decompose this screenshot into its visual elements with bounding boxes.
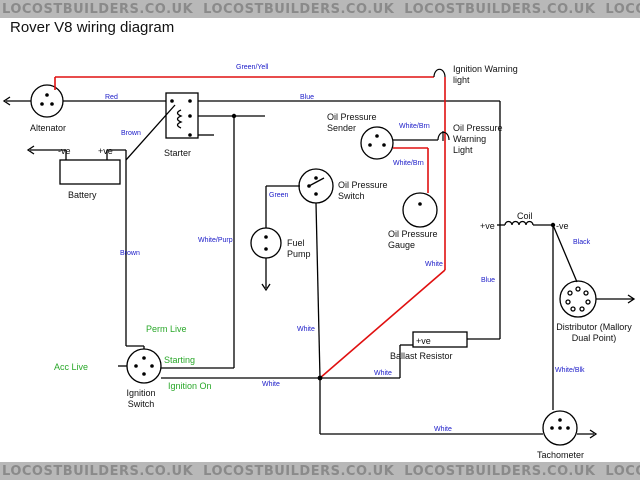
watermark-text: LOCOSTBUILDERS.CO.UK	[2, 464, 194, 479]
wire-label-green: Green	[269, 192, 289, 199]
coil-label: Coil	[517, 211, 533, 221]
perm-live-label: Perm Live	[146, 324, 187, 334]
battery-symbol	[26, 145, 126, 185]
wire-label-white-purp: White/Purp	[198, 237, 233, 244]
wire-label-brown-vertical: Brown	[120, 250, 140, 257]
oil-pressure-switch-symbol	[265, 168, 334, 379]
starter-label: Starter	[164, 148, 192, 158]
ballast-resistor-label: Ballast Resistor	[390, 351, 453, 361]
wire-label-blue-right: Blue	[481, 277, 496, 284]
tachometer-symbol	[542, 410, 598, 446]
ignition-switch-label: Ignition Switch	[126, 388, 156, 409]
altenator-label: Altenator	[29, 123, 67, 133]
watermark-text: LOCOSTBUILDERS.CO.UK	[2, 2, 194, 17]
wire-label-green-yell: Green/Yell	[236, 64, 269, 71]
acc-live-label: Acc Live	[54, 362, 89, 372]
oil-pressure-warning-light-label: Oil Pressure Warning Light	[453, 123, 503, 155]
watermark-text: LOCOSTBUILDERS.CO.UK	[404, 464, 596, 479]
ignition-on-label: Ignition On	[168, 381, 212, 391]
watermark-text: LOCOSTBUILDERS.CO.UK	[605, 464, 640, 479]
watermark-text: LOCOSTBUILDERS.CO.UK	[203, 464, 395, 479]
watermark-text: LOCOSTBUILDERS.CO.UK	[404, 2, 596, 17]
diagram-title: Rover V8 wiring diagram	[10, 19, 175, 36]
wire-label-red: Red	[105, 94, 118, 101]
distributor-symbol	[559, 280, 636, 318]
watermark-text: LOCOSTBUILDERS.CO.UK	[203, 2, 395, 17]
wire-label-white-brn-1: White/Brn	[399, 123, 430, 130]
wire-label-white-brn-2: White/Brn	[393, 160, 424, 167]
coil-symbol	[497, 220, 578, 410]
wire-label-white-diag: White	[425, 261, 443, 268]
ballast-resistor-symbol	[412, 331, 468, 348]
wire-label-white-ballast: White	[374, 370, 392, 377]
watermark-top: LOCOSTBUILDERS.CO.UK LOCOSTBUILDERS.CO.UK…	[0, 0, 640, 18]
fuel-pump-label: Fuel Pump	[287, 238, 311, 259]
red-wires	[54, 76, 446, 379]
oil-pressure-switch-label: Oil Pressure Switch	[338, 180, 388, 201]
oil-pressure-gauge-symbol	[402, 192, 438, 228]
oil-pressure-gauge-label: Oil Pressure Gauge	[388, 229, 438, 250]
watermark-text: LOCOSTBUILDERS.CO.UK	[605, 2, 640, 17]
coil-pos-label: +ve	[480, 221, 495, 231]
wire-label-blue-top: Blue	[300, 94, 315, 101]
wire-label-black: Black	[573, 239, 591, 246]
battery-pos-label: +ve	[98, 146, 113, 156]
ignition-warning-lamp-symbol	[433, 68, 446, 78]
wire-label-white-bottom: White	[434, 426, 452, 433]
altenator-symbol	[2, 84, 166, 118]
starter-symbol	[125, 92, 500, 368]
ignition-warning-light-label: Ignition Warning light	[453, 64, 518, 85]
oil-pressure-sender-symbol	[360, 126, 438, 160]
distributor-label: Distributor (Mallory Dual Point)	[556, 322, 632, 343]
ballast-pos-label: +ve	[416, 336, 431, 346]
wire-label-brown-starter: Brown	[121, 130, 141, 137]
watermark-bottom: LOCOSTBUILDERS.CO.UK LOCOSTBUILDERS.CO.UK…	[0, 462, 640, 480]
wire-label-white-blk: White/Blk	[555, 367, 585, 374]
oil-pressure-sender-label: Oil Pressure Sender	[327, 112, 377, 133]
wire-label-white-ignition: White	[262, 381, 280, 388]
coil-neg-label: -ve	[556, 221, 569, 231]
fuel-pump-symbol	[250, 227, 282, 292]
wire-label-white-mid: White	[297, 326, 315, 333]
tachometer-label: Tachometer	[537, 450, 585, 460]
oil-warning-lamp-symbol	[437, 131, 450, 141]
ignition-switch-symbol	[118, 345, 400, 384]
battery-neg-label: -ve	[58, 146, 71, 156]
battery-label: Battery	[68, 190, 97, 200]
starting-label: Starting	[164, 355, 196, 365]
